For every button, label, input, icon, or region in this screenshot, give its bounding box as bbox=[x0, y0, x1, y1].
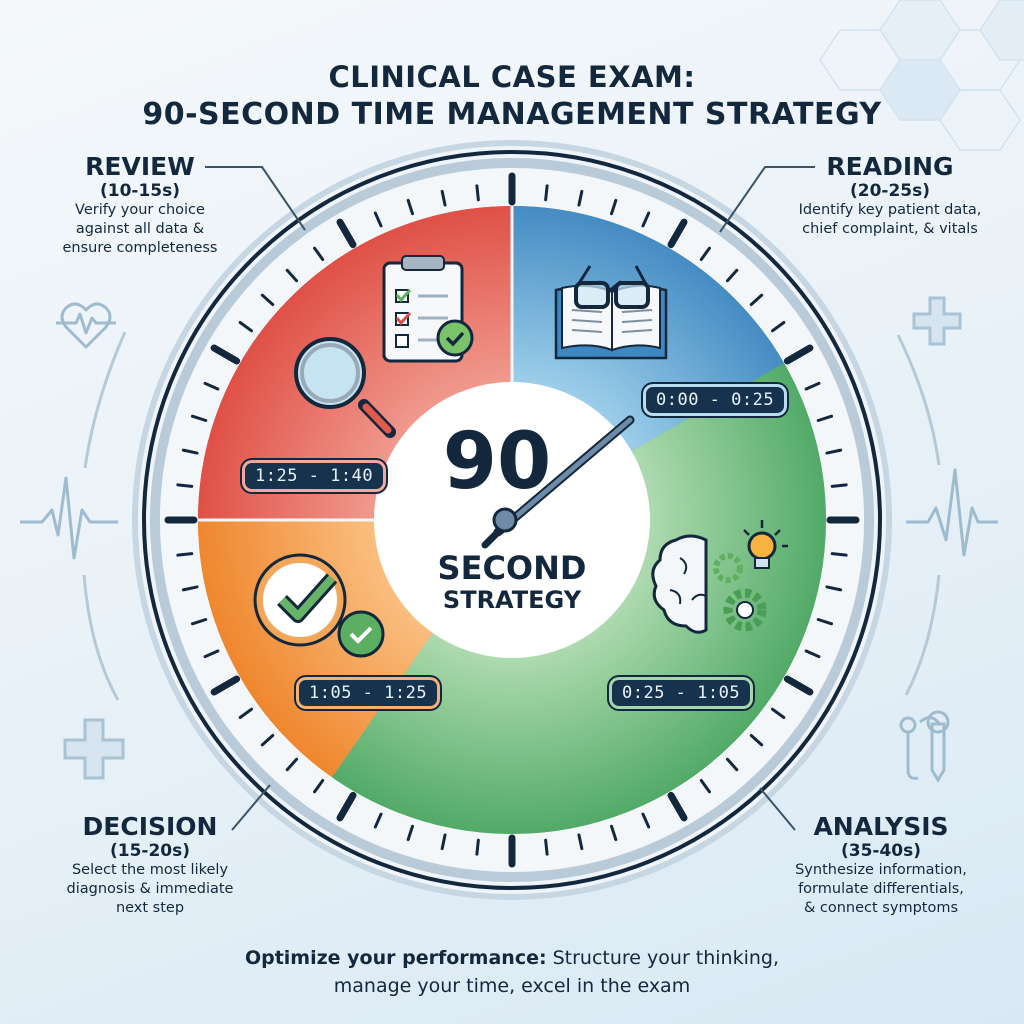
phase-reading-desc-2: chief complaint, & vitals bbox=[802, 221, 978, 237]
center-number: 90 bbox=[442, 417, 552, 507]
page-title-line-2: 90-SECOND TIME MANAGEMENT STRATEGY bbox=[142, 97, 882, 132]
ecg-line-icon bbox=[20, 476, 118, 560]
side-arc-left-bottom bbox=[82, 574, 120, 701]
center-label-2: STRATEGY bbox=[442, 586, 582, 614]
phase-decision-desc-1: Select the most likely bbox=[71, 862, 229, 878]
phase-review-name: REVIEW bbox=[85, 152, 195, 181]
footer-line-1: Optimize your performance: Structure you… bbox=[0, 944, 1024, 972]
phase-analysis-duration: (35-40s) bbox=[840, 841, 922, 861]
leader-analysis bbox=[759, 787, 796, 831]
phase-decision-desc-2: diagnosis & immediate bbox=[66, 881, 234, 897]
phase-reading-duration: (20-25s) bbox=[849, 181, 931, 201]
clock-ticks bbox=[164, 172, 860, 868]
medical-cross-icon bbox=[912, 296, 962, 346]
clipboard-checklist-icon bbox=[382, 255, 474, 363]
ecg-line-icon bbox=[906, 468, 998, 557]
leader-decision bbox=[231, 784, 271, 831]
phase-analysis-desc-2: formulate differentials, bbox=[798, 881, 964, 897]
timer-decision: 1:05 - 1:25 bbox=[299, 680, 438, 706]
medical-cross-icon bbox=[63, 718, 125, 780]
phase-reading-name: READING bbox=[826, 152, 954, 181]
phase-decision-name: DECISION bbox=[82, 812, 218, 841]
footer-line-2: manage your time, excel in the exam bbox=[333, 975, 691, 997]
stethoscope-icon bbox=[899, 710, 950, 783]
phase-analysis-desc-3: & connect symptoms bbox=[803, 900, 959, 916]
phase-reading-desc-1: Identify key patient data, bbox=[798, 202, 982, 218]
side-arc-left-top bbox=[83, 331, 127, 469]
phase-analysis-name: ANALYSIS bbox=[813, 812, 949, 841]
leader-review bbox=[205, 166, 306, 231]
checkmark-circle-icon bbox=[253, 553, 385, 658]
phase-review-desc-1: Verify your choice bbox=[75, 202, 205, 218]
phase-review: REVIEW (10-15s) Verify your choice again… bbox=[20, 153, 260, 258]
phase-analysis-desc-1: Synthesize information, bbox=[795, 862, 967, 878]
leader-reading bbox=[719, 166, 815, 233]
phase-decision-desc-3: next step bbox=[115, 900, 185, 916]
timer-review: 1:25 - 1:40 bbox=[245, 463, 384, 489]
brain-gears-lightbulb-icon bbox=[651, 520, 788, 634]
phase-reading: READING (20-25s) Identify key patient da… bbox=[765, 153, 1015, 239]
phase-review-desc-2: against all data & bbox=[75, 221, 205, 237]
magnifier-icon bbox=[294, 337, 396, 438]
phase-analysis: ANALYSIS (35-40s) Synthesize information… bbox=[756, 813, 1006, 918]
center-label-1: SECOND bbox=[437, 549, 587, 587]
timer-analysis: 0:25 - 1:05 bbox=[612, 680, 751, 706]
footer-bold: Optimize your performance: bbox=[244, 947, 547, 969]
phase-decision: DECISION (15-20s) Select the most likely… bbox=[30, 813, 270, 918]
hexagon-pattern bbox=[819, 0, 1024, 151]
phase-review-desc-3: ensure completeness bbox=[62, 240, 218, 256]
phase-decision-duration: (15-20s) bbox=[109, 841, 191, 861]
timer-reading: 0:00 - 0:25 bbox=[646, 387, 785, 413]
side-arc-right-bottom bbox=[904, 574, 941, 696]
footer-line-1-rest: Structure your thinking, bbox=[546, 947, 780, 969]
page-title-line-1: CLINICAL CASE EXAM: bbox=[328, 60, 696, 94]
footer-tagline: Optimize your performance: Structure you… bbox=[0, 944, 1024, 1000]
clock-hand bbox=[481, 415, 635, 549]
phase-review-duration: (10-15s) bbox=[99, 181, 181, 201]
side-arc-right-top bbox=[896, 334, 941, 466]
book-glasses-icon bbox=[554, 265, 668, 360]
heart-pulse-icon bbox=[56, 302, 116, 349]
